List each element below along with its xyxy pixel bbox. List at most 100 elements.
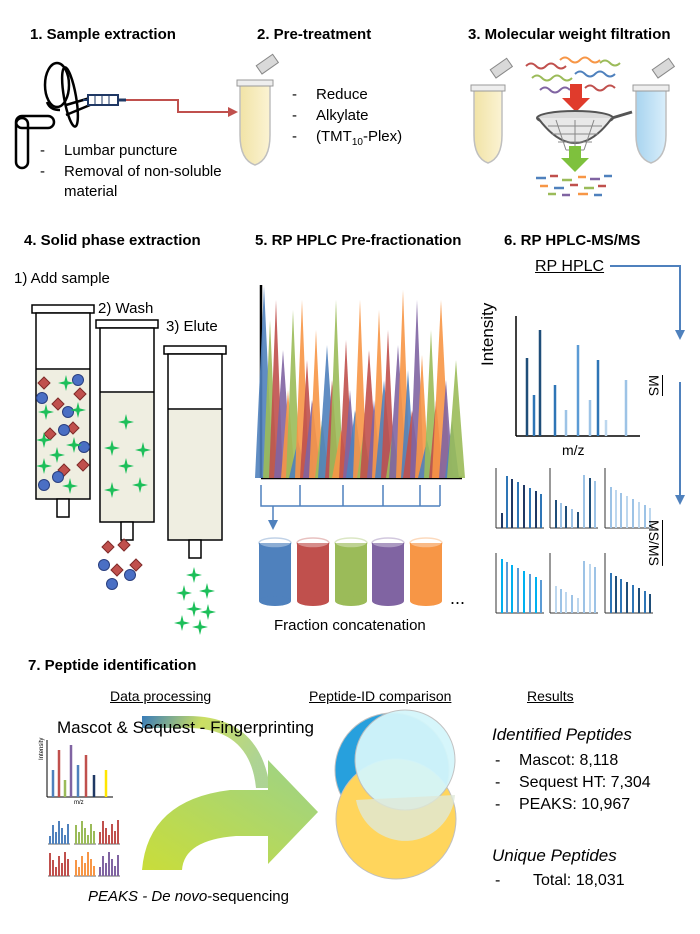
- red-diamond-icon: [101, 540, 115, 554]
- fraction-cylinder-body: [297, 543, 329, 601]
- chromatogram-peak: [286, 310, 300, 478]
- fraction-cylinder-bottom: [259, 596, 291, 606]
- merge-arrow-main: [142, 760, 318, 870]
- ms-ylabel: Intensity: [478, 302, 497, 366]
- sieve-icon: [536, 110, 633, 155]
- ms-xlabel: m/z: [562, 442, 585, 458]
- green-star-icon: [36, 458, 52, 474]
- unique-list: Total: 18,031: [493, 870, 625, 892]
- fraction-cylinder-top: [258, 537, 292, 549]
- fraction-bracket: [260, 485, 441, 522]
- red-diamond-icon: [76, 458, 90, 472]
- green-star-icon: [38, 404, 54, 420]
- green-star-icon: [66, 437, 82, 453]
- s2-item-alkylate: Alkylate: [290, 105, 402, 126]
- spe-particles: [36, 374, 216, 635]
- green-star-icon: [186, 601, 202, 617]
- red-diamond-icon: [37, 376, 51, 390]
- green-star-icon: [49, 447, 65, 463]
- s1-item-lumbar: Lumbar puncture: [38, 140, 222, 161]
- peptide-fragments-icon: [536, 174, 612, 197]
- merge-arrow-upper: [142, 716, 270, 788]
- spe-cartridge-3: [163, 345, 227, 559]
- green-star-icon: [174, 615, 190, 631]
- ms-arrowhead-1: [675, 330, 685, 340]
- identified-peptides-heading: Identified Peptides: [492, 725, 632, 744]
- red-diamond-icon: [51, 397, 65, 411]
- section-7-title: 7. Peptide identification: [28, 657, 197, 674]
- ms-flow-connector: [610, 265, 681, 495]
- fraction-cylinder-top: [334, 537, 368, 549]
- msms-spectra-grid: [495, 468, 653, 614]
- venn-diagram: [334, 709, 457, 880]
- green-star-icon: [176, 585, 192, 601]
- blue-circle-icon: [124, 569, 136, 581]
- mini-xlabel: m/z: [74, 800, 84, 806]
- peaks-label: PEAKS - De novo-sequencing: [88, 888, 289, 905]
- fraction-caption: Fraction concatenation: [274, 617, 426, 634]
- blue-circle-icon: [98, 559, 110, 571]
- red-diamond-icon: [110, 563, 124, 577]
- blue-circle-icon: [52, 471, 64, 483]
- green-star-icon: [200, 604, 216, 620]
- eppendorf-tube-blue-icon: [632, 57, 676, 164]
- red-diamond-icon: [73, 387, 87, 401]
- arrow-down-red-icon: [562, 84, 590, 112]
- chromatogram-peak: [329, 300, 343, 478]
- peaks-b: De novo: [151, 888, 208, 905]
- s2-item-reduce: Reduce: [290, 84, 402, 105]
- arrowhead-red-1-2: [228, 107, 238, 117]
- mini-spectrum-axes: [46, 740, 113, 798]
- spe-step-wash: 2) Wash: [98, 300, 154, 317]
- section-2-title: 2. Pre-treatment: [257, 26, 372, 43]
- fraction-cylinder-bottom: [372, 596, 404, 606]
- blue-circle-icon: [78, 441, 90, 453]
- blue-circle-icon: [72, 374, 84, 386]
- fraction-ellipsis: ...: [450, 588, 466, 608]
- fraction-cylinders: [258, 537, 443, 606]
- spe-step-elute: 3) Elute: [166, 318, 218, 335]
- fraction-cylinder-body: [410, 543, 442, 601]
- arrow-red-1-2: [126, 99, 228, 113]
- person-sitting-icon: [14, 61, 91, 170]
- green-star-icon: [104, 440, 120, 456]
- ms-spectrum-peaks: [525, 330, 628, 436]
- section-6-title: 6. RP HPLC-MS/MS: [504, 232, 641, 249]
- peaks-c: -sequencing: [207, 888, 289, 905]
- fraction-cylinder-bottom: [297, 596, 329, 606]
- s1-item-material: material: [64, 183, 118, 200]
- fraction-arrowhead: [268, 520, 278, 530]
- arrow-down-green-icon: [561, 146, 589, 172]
- green-star-icon: [132, 477, 148, 493]
- fraction-cylinder-top: [371, 537, 405, 549]
- green-star-icon: [135, 442, 151, 458]
- peaks-a: PEAKS -: [88, 888, 152, 905]
- chromatogram-peaks: [255, 286, 465, 478]
- blue-circle-icon: [38, 479, 50, 491]
- green-star-icon: [186, 567, 202, 583]
- green-star-icon: [118, 414, 134, 430]
- result-peaks: PEAKS: 10,967: [493, 794, 651, 816]
- chromatogram-peak: [447, 360, 465, 478]
- green-star-icon: [36, 432, 52, 448]
- ms-arrowhead-2: [675, 495, 685, 505]
- eppendorf-tube-yellow-icon: [236, 53, 280, 166]
- eppendorf-tube-left-icon: [470, 57, 514, 164]
- tmt-sub: 10: [351, 137, 363, 148]
- red-diamond-icon: [66, 421, 80, 435]
- msms-label: MS/MS: [646, 520, 662, 566]
- result-sequest: Sequest HT: 7,304: [493, 772, 651, 794]
- mini-ylabel: Intensity: [39, 737, 45, 760]
- col-peptide-id-comparison: Peptide-ID comparison: [309, 688, 452, 704]
- spe-step-add: 1) Add sample: [14, 270, 110, 287]
- green-star-icon: [199, 583, 215, 599]
- section-4-title: 4. Solid phase extraction: [24, 232, 201, 249]
- col-results: Results: [527, 688, 574, 704]
- mini-spectra-colored: [48, 820, 120, 877]
- mascot-sequest-label: Mascot & Sequest - Fingerprinting: [57, 718, 315, 737]
- fraction-cylinder-top: [409, 537, 443, 549]
- fraction-cylinder-body: [372, 543, 404, 601]
- red-diamond-icon: [117, 538, 131, 552]
- fraction-cylinder-bottom: [335, 596, 367, 606]
